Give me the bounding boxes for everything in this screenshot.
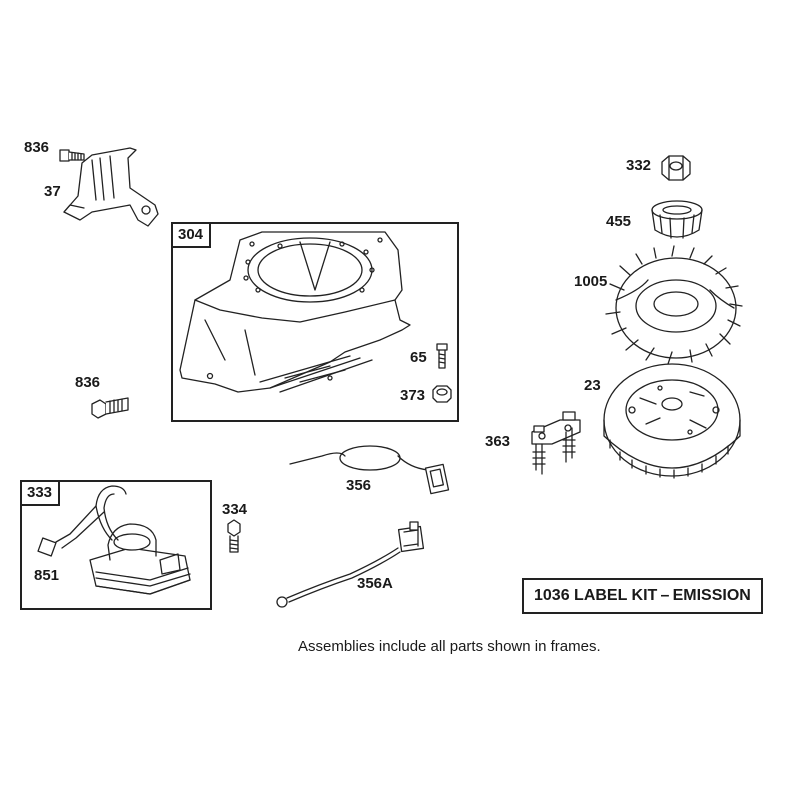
callout-332: 332	[626, 157, 652, 174]
callout-851: 851	[34, 567, 60, 584]
assemblies-note: Assemblies include all parts shown in fr…	[298, 638, 601, 655]
frame-label-333: 333	[22, 482, 61, 506]
blower-housing-frame: 304	[171, 222, 459, 422]
bracket-363-drawing	[531, 411, 581, 475]
armature-frame: 333	[20, 480, 212, 610]
callout-65: 65	[410, 349, 427, 366]
screw-836-mid-drawing	[91, 397, 129, 419]
callout-455: 455	[606, 213, 632, 230]
callout-356: 356	[346, 477, 372, 494]
callout-334: 334	[222, 501, 248, 518]
flywheel-23-drawing	[603, 363, 741, 479]
callout-836-top: 836	[24, 139, 50, 156]
nut-373-drawing	[432, 385, 452, 403]
screw-65-drawing	[436, 343, 448, 369]
blower-housing-304-drawing	[179, 231, 411, 393]
starter-cup-455-drawing	[651, 200, 703, 239]
callout-37: 37	[44, 183, 61, 200]
callout-373: 373	[400, 387, 426, 404]
air-guide-37-drawing	[63, 147, 159, 227]
armature-851-drawing	[37, 485, 191, 595]
label-kit-text: 1036 LABEL KIT – EMISSION	[534, 587, 751, 604]
callout-1005: 1005	[574, 273, 608, 290]
callout-363: 363	[485, 433, 511, 450]
frame-label-304: 304	[173, 224, 212, 248]
ground-wire-356a-drawing	[276, 521, 425, 608]
fan-1005-drawing	[605, 245, 743, 365]
callout-836-mid: 836	[75, 374, 101, 391]
screw-334-drawing	[227, 519, 241, 553]
callout-356a: 356A	[357, 575, 393, 592]
flywheel-nut-332-drawing	[661, 155, 691, 181]
ground-wire-356-drawing	[289, 445, 450, 495]
callout-23: 23	[584, 377, 601, 394]
screw-836-top-drawing	[59, 149, 85, 162]
label-kit-box: 1036 LABEL KIT – EMISSION	[522, 578, 763, 614]
